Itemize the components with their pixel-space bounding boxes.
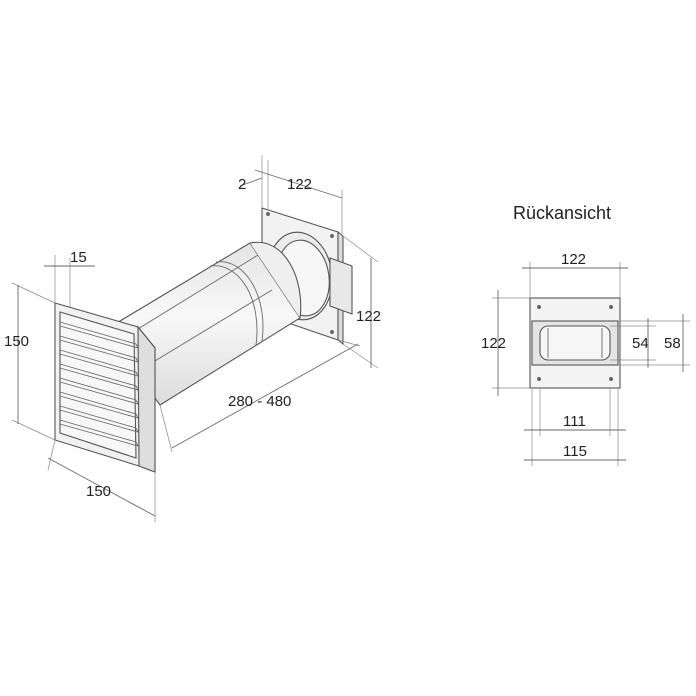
dim-rear-left: 122	[481, 290, 530, 396]
dim-label-rear-outer-height: 58	[664, 335, 681, 352]
dim-grille-width: 150	[47, 439, 156, 522]
dim-grille-height: 150	[4, 282, 56, 441]
dim-rear-bottom: 111 115	[524, 388, 626, 466]
dim-label-rear-top-width: 122	[561, 251, 586, 268]
isometric-view: 2 122 122 15 150 150	[4, 155, 381, 522]
dim-right-flange: 122	[342, 235, 381, 369]
dim-grille-depth: 15	[44, 249, 95, 307]
dim-label-pipe-length: 280 - 480	[228, 393, 291, 410]
dim-label-rear-left-height: 122	[481, 335, 506, 352]
front-grille	[54, 302, 156, 473]
dim-label-grille-depth: 15	[70, 249, 87, 266]
dim-rear-right: 54 58	[610, 314, 690, 372]
dim-label-rear-outer-width: 115	[563, 443, 587, 460]
view-title: Rückansicht	[513, 203, 611, 223]
dim-label-flange-thickness: 2	[238, 176, 246, 193]
dim-pipe-length: 280 - 480	[159, 339, 361, 453]
dim-top-flange: 2 122	[238, 155, 343, 234]
grille-louvers	[59, 321, 139, 447]
dim-label-flange-height: 122	[356, 308, 381, 325]
rear-spigot-inner	[539, 325, 611, 361]
dim-rear-top: 122	[522, 251, 628, 298]
dim-label-grille-width: 150	[86, 483, 111, 500]
dim-label-rear-inner-width: 111	[563, 413, 586, 430]
rear-view: Rückansicht 122 122	[481, 203, 690, 466]
dim-label-rear-inner-height: 54	[632, 335, 649, 352]
dim-label-flange-width: 122	[287, 176, 312, 193]
dim-label-grille-height: 150	[4, 333, 29, 350]
